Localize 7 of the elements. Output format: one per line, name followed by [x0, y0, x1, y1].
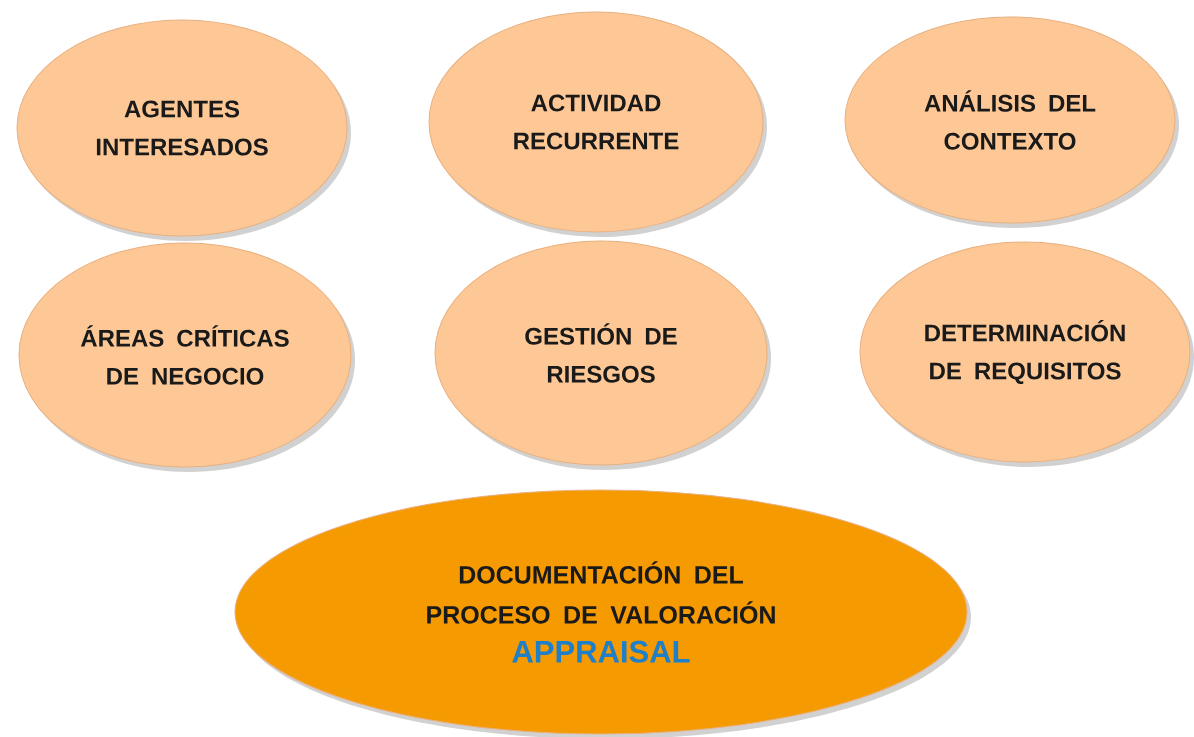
oval: AGENTES INTERESADOS	[16, 19, 348, 237]
oval: GESTIÓN DE RIESGOS	[434, 240, 768, 466]
oval: ACTIVIDAD RECURRENTE	[428, 11, 764, 233]
oval: ANÁLISIS DEL CONTEXTO	[844, 16, 1176, 224]
oval: DETERMINACIÓN DE REQUISITOS	[859, 241, 1191, 463]
oval: ÁREAS CRÍTICAS DE NEGOCIO	[18, 242, 352, 468]
oval: DOCUMENTACIÓN DEL PROCESO DE VALORACIÓN APPRAISAL	[234, 489, 968, 735]
